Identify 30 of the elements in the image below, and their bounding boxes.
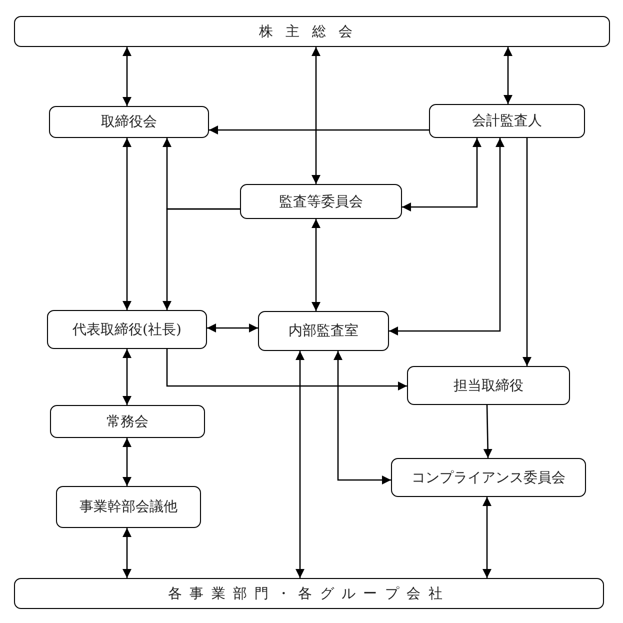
arrow [334,351,391,484]
org-box: 会計監査人 [429,104,585,138]
arrow [482,497,492,578]
org-box: 常務会 [50,405,205,438]
arrow [522,138,532,366]
arrow [122,138,132,310]
org-box: 各事業部門・各グループ会社 [14,578,604,609]
arrow [162,138,240,210]
arrow [166,349,407,390]
arrow [122,47,132,106]
org-box: 取締役会 [49,106,209,138]
arrow [122,349,132,405]
arrow [122,528,132,578]
arrow [312,219,320,311]
arrow [402,138,482,212]
arrow [312,47,320,184]
org-box: 監査等委員会 [240,184,402,219]
arrow [122,438,132,486]
arrow [209,126,429,134]
arrow [389,138,504,336]
org-box: 担当取締役 [407,366,570,405]
arrow [483,404,492,458]
arrow [207,324,258,332]
org-box: 内部監査室 [258,311,389,351]
arrow [296,351,304,578]
arrow [504,47,512,104]
org-box: 株主総会 [14,16,610,47]
org-box: コンプライアンス委員会 [391,458,586,497]
org-box: 事業幹部会議他 [56,486,201,528]
org-box: 代表取締役(社長) [47,310,207,349]
